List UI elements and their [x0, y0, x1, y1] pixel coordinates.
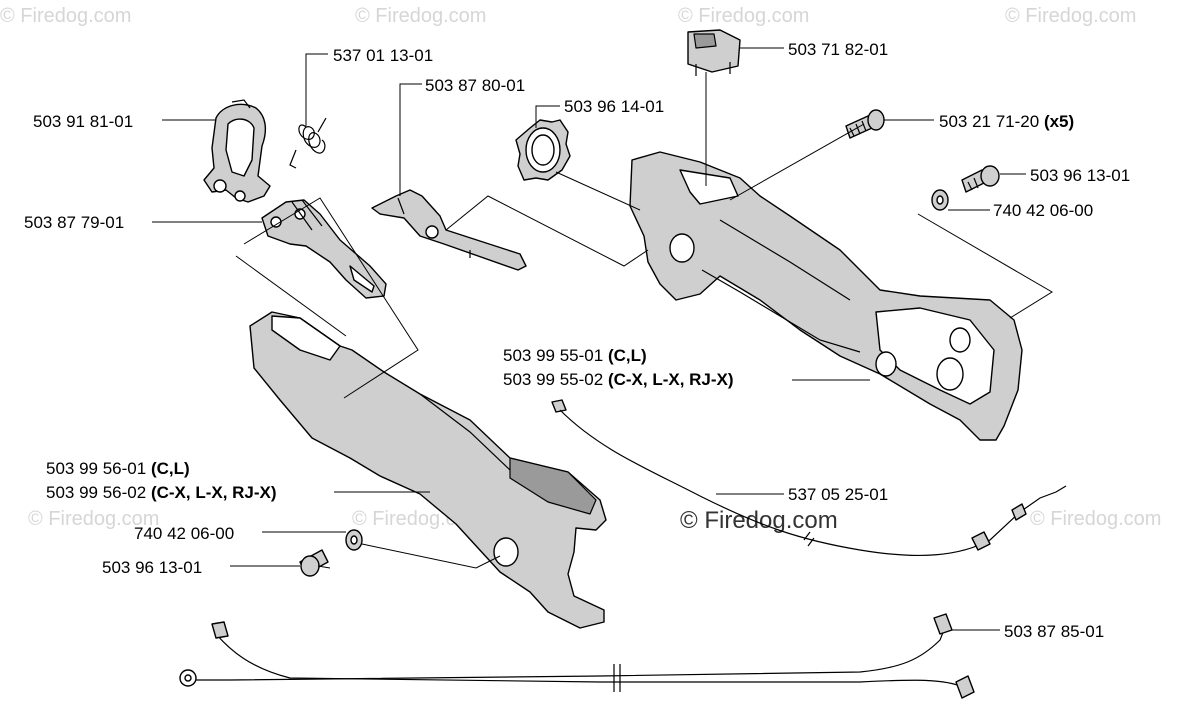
- handle-upper-half-part: [629, 151, 1023, 441]
- leader-line: [729, 123, 865, 201]
- throttle-cable-part: [551, 399, 1067, 557]
- part-number-label: 503 99 55-02 (C-X, L-X, RJ-X): [503, 370, 734, 389]
- washer-part: [345, 529, 363, 551]
- part-number-label: 503 99 56-01 (C,L): [46, 459, 190, 478]
- screw-part: [845, 109, 885, 139]
- part-number-label: 503 96 14-01: [564, 97, 664, 116]
- leader-line: [399, 83, 422, 196]
- clamp-bracket-part: [203, 99, 271, 203]
- watermark: © Firedog.com: [1005, 5, 1136, 27]
- screw-part: [961, 165, 1000, 193]
- part-number-label: 503 21 71-20 (x5): [939, 112, 1074, 131]
- watermark: © Firedog.com: [28, 508, 159, 530]
- gear-part: [515, 119, 571, 181]
- part-number-label: 503 91 81-01: [33, 112, 133, 131]
- watermark: © Firedog.com: [355, 5, 486, 27]
- watermark: © Firedog.com: [0, 5, 131, 27]
- part-number-label: 503 71 82-01: [788, 40, 888, 59]
- part-number-label: 537 01 13-01: [333, 46, 433, 65]
- screw-part: [299, 549, 329, 577]
- part-number-label: 740 42 06-00: [134, 524, 234, 543]
- part-number-label: 503 99 56-02 (C-X, L-X, RJ-X): [46, 483, 277, 502]
- lever-part: [261, 199, 387, 299]
- leader-line: [305, 53, 328, 126]
- assembly-guide-line: [243, 197, 419, 399]
- part-number-label: 503 96 13-01: [102, 558, 202, 577]
- assembly-guide-line: [555, 171, 641, 211]
- wire-harness-part: [179, 613, 975, 699]
- part-number-label: 503 87 79-01: [24, 213, 124, 232]
- watermark-center: © Firedog.com: [680, 507, 838, 534]
- switch-part: [687, 29, 741, 76]
- assembly-guide-line: [917, 213, 1053, 319]
- assembly-guide-line: [445, 195, 649, 267]
- part-number-label: 503 99 55-01 (C,L): [503, 346, 647, 365]
- assembly-guide-line: [361, 543, 501, 569]
- assembly-guide-line: [317, 565, 331, 569]
- part-number-label: 537 05 25-01: [788, 485, 888, 504]
- part-number-label: 740 42 06-00: [993, 201, 1093, 220]
- watermark: © Firedog.com: [1030, 508, 1161, 530]
- assembly-guide-line: [235, 255, 347, 337]
- spring-part: [289, 117, 327, 169]
- part-number-label: 503 87 80-01: [425, 76, 525, 95]
- part-number-label: 503 96 13-01: [1030, 166, 1130, 185]
- part-number-label: 503 87 85-01: [1004, 622, 1104, 641]
- washer-part: [931, 189, 949, 211]
- throttle-trigger-part: [371, 189, 527, 271]
- watermark: © Firedog.com: [678, 5, 809, 27]
- leader-line: [535, 105, 560, 128]
